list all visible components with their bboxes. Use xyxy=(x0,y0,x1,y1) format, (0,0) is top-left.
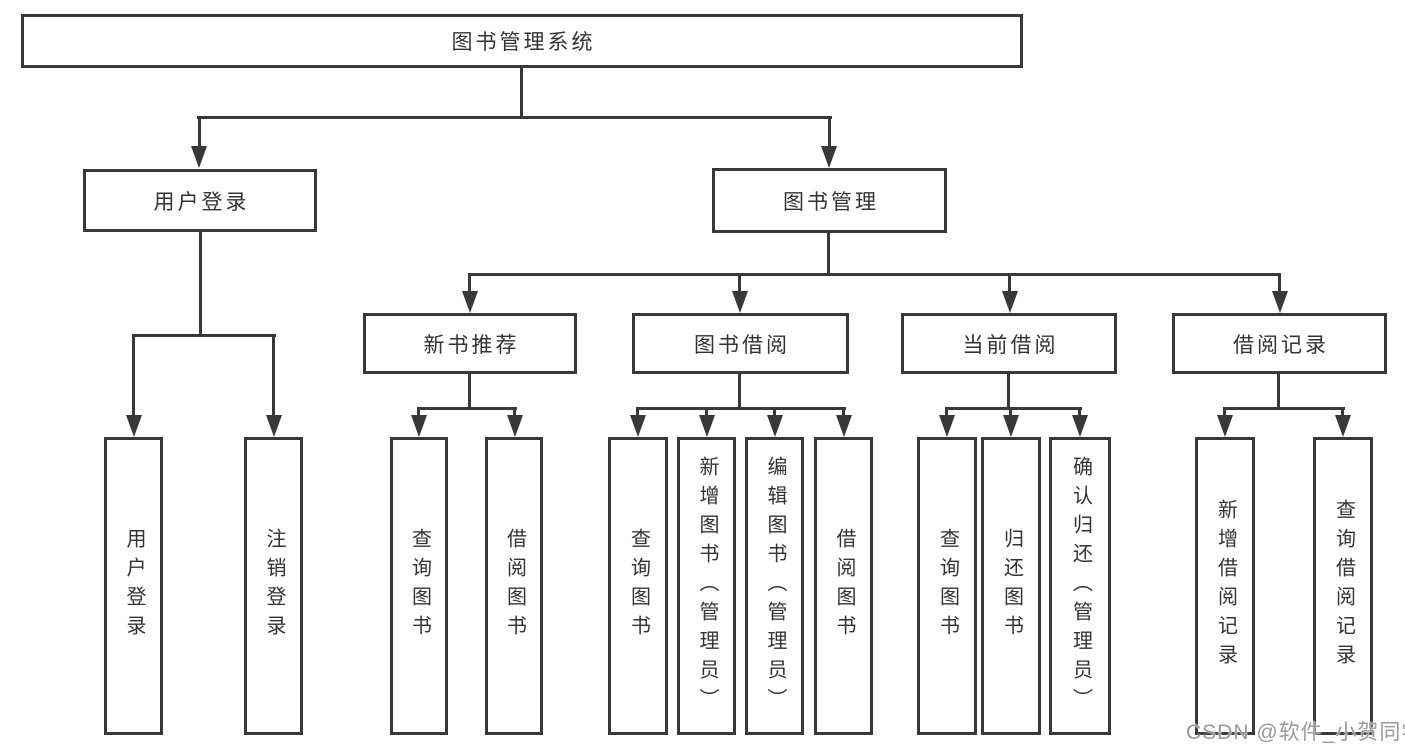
arrowhead-add-books xyxy=(699,415,715,437)
node-book-management: 图书管理 xyxy=(712,168,947,233)
connector-root-left-drop xyxy=(198,116,201,148)
connector-book-mgmt-drop-4 xyxy=(1278,273,1281,295)
connector-book-borrow-drop-2 xyxy=(705,407,708,419)
connector-current-borrow-drop-3 xyxy=(1078,407,1081,419)
arrowhead-query-books-2 xyxy=(630,415,646,437)
arrowhead-book-management xyxy=(821,146,837,168)
connector-user-login-drop-1 xyxy=(132,334,135,418)
connector-root-stem xyxy=(520,66,523,118)
leaf-user-login: 用户登录 xyxy=(104,437,163,735)
connector-current-borrow-stem xyxy=(1007,374,1010,410)
connector-current-borrow-drop-2 xyxy=(1009,407,1012,419)
arrowhead-query-books-1 xyxy=(411,415,427,437)
connector-book-borrow-drop-3 xyxy=(773,407,776,419)
connector-book-mgmt-rail xyxy=(468,273,1281,276)
arrowhead-current-borrow xyxy=(1002,291,1018,313)
connector-root-rail xyxy=(197,116,832,119)
leaf-query-books-recommend: 查询图书 xyxy=(390,437,448,735)
leaf-query-books-current: 查询图书 xyxy=(917,437,977,735)
leaf-borrow-books-recommend: 借阅图书 xyxy=(485,437,543,735)
connector-user-login-stem xyxy=(199,232,202,337)
node-borrow-record: 借阅记录 xyxy=(1172,313,1387,374)
node-library-management-system: 图书管理系统 xyxy=(21,14,1023,68)
arrowhead-query-borrow-record xyxy=(1335,415,1351,437)
leaf-add-borrow-record: 新增借阅记录 xyxy=(1195,437,1255,735)
connector-root-right-drop xyxy=(828,116,831,148)
csdn-watermark: CSDN @软件_小贺同学 xyxy=(1186,721,1405,744)
node-current-borrow: 当前借阅 xyxy=(901,313,1117,374)
connector-book-mgmt-drop-3 xyxy=(1008,273,1011,295)
connector-book-mgmt-drop-2 xyxy=(738,273,741,295)
arrowhead-query-books-3 xyxy=(939,415,955,437)
connector-book-mgmt-stem xyxy=(827,233,830,276)
connector-user-login-rail xyxy=(132,334,276,337)
node-new-book-recommend: 新书推荐 xyxy=(363,313,577,374)
arrowhead-leaf-logout xyxy=(266,415,282,437)
arrowhead-edit-books xyxy=(767,415,783,437)
connector-current-borrow-drop-1 xyxy=(945,407,948,419)
connector-borrow-record-drop-1 xyxy=(1223,407,1226,419)
connector-book-mgmt-drop-1 xyxy=(468,273,471,295)
connector-current-borrow-rail xyxy=(945,407,1082,410)
leaf-edit-books-admin: 编辑图书（管理员） xyxy=(745,437,804,735)
arrowhead-borrow-books-2 xyxy=(836,415,852,437)
connector-new-book-drop-1 xyxy=(417,407,420,419)
connector-user-login-drop-2 xyxy=(272,334,275,418)
node-user-login: 用户登录 xyxy=(83,169,317,232)
leaf-query-borrow-record: 查询借阅记录 xyxy=(1313,437,1373,735)
leaf-query-books-borrow: 查询图书 xyxy=(608,437,668,735)
arrowhead-leaf-user-login xyxy=(126,415,142,437)
connector-new-book-drop-2 xyxy=(513,407,516,419)
arrowhead-new-book xyxy=(462,291,478,313)
leaf-return-books: 归还图书 xyxy=(981,437,1041,735)
leaf-confirm-return-admin: 确认归还（管理员） xyxy=(1049,437,1111,735)
node-book-borrow: 图书借阅 xyxy=(632,313,849,374)
connector-book-borrow-rail xyxy=(636,407,846,410)
arrowhead-add-borrow-record xyxy=(1217,415,1233,437)
connector-book-borrow-stem xyxy=(738,374,741,410)
arrowhead-confirm-return xyxy=(1072,415,1088,437)
arrowhead-borrow-books-1 xyxy=(507,415,523,437)
arrowhead-return-books xyxy=(1003,415,1019,437)
connector-new-book-stem xyxy=(468,374,471,410)
connector-borrow-record-drop-2 xyxy=(1341,407,1344,419)
connector-borrow-record-stem xyxy=(1277,374,1280,410)
leaf-add-books-admin: 新增图书（管理员） xyxy=(677,437,736,735)
connector-new-book-rail xyxy=(417,407,517,410)
connector-book-borrow-drop-1 xyxy=(636,407,639,419)
leaf-borrow-books: 借阅图书 xyxy=(814,437,873,735)
arrowhead-book-borrow xyxy=(732,291,748,313)
arrowhead-user-login xyxy=(191,146,207,168)
leaf-logout-login: 注销登录 xyxy=(244,437,303,735)
connector-borrow-record-rail xyxy=(1223,407,1345,410)
arrowhead-borrow-record xyxy=(1272,291,1288,313)
connector-book-borrow-drop-4 xyxy=(842,407,845,419)
